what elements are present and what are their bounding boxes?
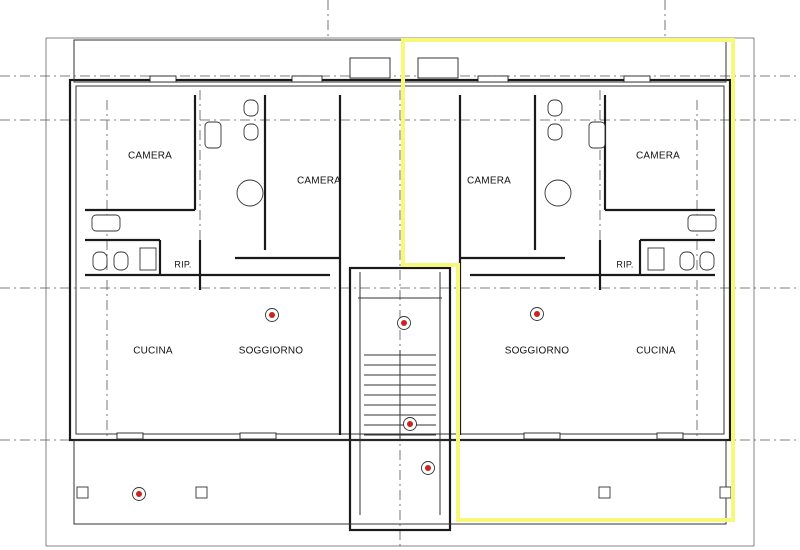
bathroom-fixtures — [91, 99, 717, 271]
light-marker-fill — [407, 421, 413, 427]
room-label-camera-right-large: CAMERA — [467, 176, 511, 187]
room-label-rip-left: RIP. — [174, 259, 191, 269]
room-label-camera-right-small: CAMERA — [636, 151, 680, 162]
apartment-highlight — [401, 38, 735, 522]
windows — [116, 57, 684, 440]
light-marker-fill — [534, 311, 540, 317]
light-markers — [132, 307, 544, 501]
room-label-camera-left-small: CAMERA — [128, 151, 172, 162]
room-labels: CAMERA CAMERA CAMERA CAMERA RIP. RIP. CU… — [128, 151, 680, 357]
room-label-soggiorno-left: SOGGIORNO — [239, 346, 304, 357]
terrace-pillars — [76, 486, 732, 499]
room-label-cucina-right: CUCINA — [636, 346, 676, 357]
light-marker-fill — [401, 320, 407, 326]
light-marker-fill — [269, 312, 275, 318]
room-label-cucina-left: CUCINA — [133, 346, 173, 357]
staircase — [364, 350, 436, 440]
light-marker-fill — [136, 491, 142, 497]
room-label-rip-right: RIP. — [616, 259, 633, 269]
room-label-soggiorno-right: SOGGIORNO — [505, 346, 570, 357]
light-marker-fill — [425, 465, 431, 471]
room-label-camera-left-large: CAMERA — [297, 176, 341, 187]
